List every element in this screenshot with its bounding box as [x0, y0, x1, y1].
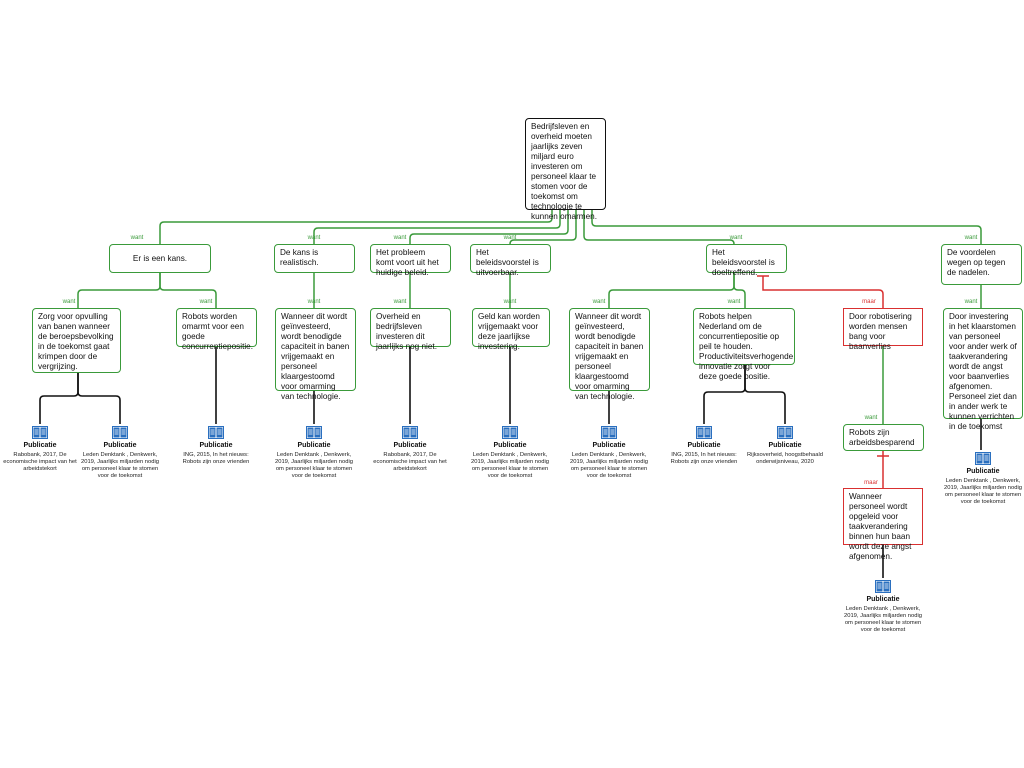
- publication[interactable]: Publicatie Rabobank, 2017, De economisch…: [0, 426, 80, 473]
- label-want: want: [729, 235, 743, 241]
- label-want: want: [393, 299, 407, 305]
- publication-title: Publicatie: [393, 442, 427, 449]
- reason-arbeidsbesparend[interactable]: Robots zijn arbeidsbesparend: [843, 424, 924, 451]
- reason-kans[interactable]: Er is een kans.: [109, 244, 211, 273]
- publication[interactable]: Publicatie Leden Denktank , Denkwerk, 20…: [80, 426, 160, 480]
- label-want: want: [503, 235, 517, 241]
- book-icon: [306, 426, 322, 439]
- reason-huidige-beleid[interactable]: Het probleem komt voort uit het huidige …: [370, 244, 451, 277]
- reason-capaciteit-2[interactable]: Wanneer dit wordt geïnvesteerd, wordt be…: [569, 308, 650, 401]
- label-want: want: [62, 299, 76, 305]
- label-want: want: [503, 299, 517, 305]
- reason-concurrentiepositie[interactable]: Robots helpen Nederland om de concurrent…: [693, 308, 795, 381]
- rebuttal-opgeleid[interactable]: Wanneer personeel wordt opgeleid voor ta…: [843, 488, 923, 561]
- book-icon: [601, 426, 617, 439]
- publication[interactable]: Publicatie ING, 2015, In het nieuws: Rob…: [176, 426, 256, 466]
- publication-source: Leden Denktank , Denkwerk, 2019, Jaarlij…: [471, 452, 549, 479]
- reason-investering-angst[interactable]: Door investering in het klaarstomen van …: [943, 308, 1023, 431]
- book-icon: [112, 426, 128, 439]
- publication-source: ING, 2015, In het nieuws: Robots zijn on…: [182, 452, 250, 465]
- publication[interactable]: Publicatie Leden Denktank , Denkwerk, 20…: [943, 452, 1023, 506]
- label-want: want: [199, 299, 213, 305]
- root-claim[interactable]: Bedrijfsleven en overheid moeten jaarlij…: [525, 118, 606, 221]
- publication-title: Publicatie: [768, 442, 802, 449]
- publication-source: Leden Denktank , Denkwerk, 2019, Jaarlij…: [81, 452, 159, 479]
- reason-robots-omarmt[interactable]: Robots worden omarmt voor een goede conc…: [176, 308, 257, 351]
- label-maar: maar: [862, 299, 876, 305]
- publication-title: Publicatie: [687, 442, 721, 449]
- label-want: want: [130, 235, 144, 241]
- publication-source: Rijksoverheid, hoogstbehaald onderwijsni…: [746, 452, 824, 465]
- publication[interactable]: Publicatie Leden Denktank , Denkwerk, 20…: [470, 426, 550, 480]
- publication[interactable]: Publicatie Rijksoverheid, hoogstbehaald …: [745, 426, 825, 466]
- publication-source: Leden Denktank , Denkwerk, 2019, Jaarlij…: [844, 606, 922, 633]
- publication[interactable]: Publicatie Rabobank, 2017, De economisch…: [370, 426, 450, 473]
- publication-title: Publicatie: [297, 442, 331, 449]
- reason-realistisch[interactable]: De kans is realistisch.: [274, 244, 355, 273]
- reason-voordelen[interactable]: De voordelen wegen op tegen de nadelen.: [941, 244, 1022, 285]
- book-icon: [875, 580, 891, 593]
- reason-uitvoerbaar[interactable]: Het beleidsvoorstel is uitvoerbaar.: [470, 244, 551, 277]
- publication-title: Publicatie: [103, 442, 137, 449]
- publication-source: Rabobank, 2017, De economische impact va…: [373, 452, 447, 472]
- label-want: want: [393, 235, 407, 241]
- label-want: want: [964, 299, 978, 305]
- reason-geld[interactable]: Geld kan worden vrijgemaakt voor deze ja…: [472, 308, 550, 351]
- book-icon: [502, 426, 518, 439]
- publication-title: Publicatie: [592, 442, 626, 449]
- reason-doeltreffend[interactable]: Het beleidsvoorstel is doeltreffend.: [706, 244, 787, 277]
- publication[interactable]: Publicatie Leden Denktank , Denkwerk, 20…: [843, 580, 923, 634]
- publication-source: ING, 2015, In het nieuws: Robots zijn on…: [670, 452, 738, 465]
- label-want: want: [592, 299, 606, 305]
- publication-title: Publicatie: [23, 442, 57, 449]
- publication-source: Leden Denktank , Denkwerk, 2019, Jaarlij…: [570, 452, 648, 479]
- publication-source: Leden Denktank , Denkwerk, 2019, Jaarlij…: [275, 452, 353, 479]
- book-icon: [208, 426, 224, 439]
- objection-baanverlies[interactable]: Door robotisering worden mensen bang voo…: [843, 308, 923, 351]
- book-icon: [777, 426, 793, 439]
- publication-title: Publicatie: [493, 442, 527, 449]
- publication[interactable]: Publicatie Leden Denktank , Denkwerk, 20…: [274, 426, 354, 480]
- label-maar: maar: [864, 480, 878, 486]
- publication-title: Publicatie: [199, 442, 233, 449]
- label-want: want: [864, 415, 878, 421]
- reason-nog-niet[interactable]: Overheid en bedrijfsleven investeren dit…: [370, 308, 451, 351]
- label-want: want: [307, 235, 321, 241]
- book-icon: [696, 426, 712, 439]
- publication-source: Rabobank, 2017, De economische impact va…: [3, 452, 77, 472]
- reason-capaciteit-1[interactable]: Wanneer dit wordt geïnvesteerd, wordt be…: [275, 308, 356, 401]
- publication-title: Publicatie: [966, 468, 1000, 475]
- publication[interactable]: Publicatie ING, 2015, In het nieuws: Rob…: [664, 426, 744, 466]
- book-icon: [32, 426, 48, 439]
- label-want: want: [727, 299, 741, 305]
- label-want: want: [307, 299, 321, 305]
- publication[interactable]: Publicatie Leden Denktank , Denkwerk, 20…: [569, 426, 649, 480]
- label-want: want: [964, 235, 978, 241]
- book-icon: [402, 426, 418, 439]
- reason-opvulling-banen[interactable]: Zorg voor opvulling van banen wanneer de…: [32, 308, 121, 373]
- publication-title: Publicatie: [866, 596, 900, 603]
- book-icon: [975, 452, 991, 465]
- publication-source: Leden Denktank , Denkwerk, 2019, Jaarlij…: [944, 478, 1022, 505]
